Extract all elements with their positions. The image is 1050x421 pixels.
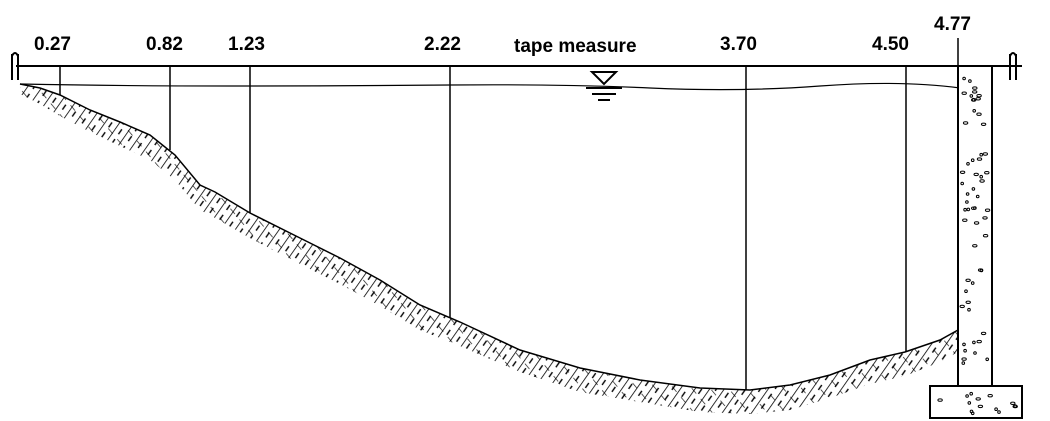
concrete-pier-icon <box>929 65 1023 419</box>
concrete-speck <box>997 410 1001 414</box>
concrete-speck <box>966 207 971 212</box>
tape-measure-label: tape measure <box>514 36 637 57</box>
concrete-speck <box>976 112 982 116</box>
concrete-speck <box>972 109 977 113</box>
concrete-speck <box>970 158 975 162</box>
concrete-speck <box>971 97 976 102</box>
station-label-s4: 2.22 <box>424 34 461 55</box>
concrete-speck <box>971 206 977 210</box>
concrete-speck <box>964 289 968 294</box>
concrete-speck <box>973 172 979 177</box>
station-label-s5: 3.70 <box>720 34 757 55</box>
concrete-speck <box>972 244 978 248</box>
concrete-speck <box>982 216 988 220</box>
concrete-speck <box>975 397 981 401</box>
concrete-speck <box>965 200 969 204</box>
concrete-speck <box>975 194 980 199</box>
right-post-icon <box>1009 52 1017 80</box>
concrete-speck <box>973 351 977 355</box>
concrete-speck <box>965 300 971 304</box>
concrete-speck <box>994 407 998 412</box>
bank-hatching <box>20 84 958 414</box>
concrete-speck <box>963 207 967 212</box>
concrete-speck <box>970 281 975 285</box>
concrete-speck <box>969 94 974 98</box>
concrete-speck <box>979 174 984 179</box>
concrete-speck <box>968 79 972 83</box>
concrete-speck <box>961 361 966 365</box>
water-surface-line <box>19 82 961 91</box>
concrete-speck <box>962 121 969 125</box>
concrete-speck <box>937 398 943 402</box>
concrete-speck <box>962 218 968 222</box>
concrete-speck <box>982 234 989 238</box>
concrete-speck <box>1012 404 1018 409</box>
station-label-s2: 0.82 <box>146 34 183 55</box>
concrete-speck <box>979 152 984 157</box>
concrete-speck <box>972 90 978 94</box>
concrete-speck <box>984 208 991 212</box>
concrete-speck <box>972 86 978 90</box>
concrete-speck <box>984 171 990 175</box>
concrete-speck <box>982 152 988 156</box>
concrete-speck <box>960 181 965 186</box>
station-label-s1: 0.27 <box>34 34 71 55</box>
concrete-speck <box>966 162 970 166</box>
concrete-speck <box>959 304 965 309</box>
bank-hatching-cross <box>20 84 958 414</box>
concrete-speck <box>962 76 966 81</box>
concrete-speck <box>969 409 974 414</box>
left-post-icon <box>11 52 19 80</box>
station-verticals <box>59 38 959 390</box>
concrete-speck <box>965 278 971 282</box>
station-label-s6: 4.50 <box>872 34 909 55</box>
stream-bed-line <box>19 83 959 391</box>
concrete-speck <box>980 122 987 127</box>
concrete-speck <box>985 357 990 362</box>
concrete-speck <box>963 348 967 353</box>
concrete-speck <box>977 404 984 409</box>
concrete-speck <box>980 331 987 336</box>
station-label-s7: 4.77 <box>934 14 971 35</box>
concrete-speck <box>961 357 967 361</box>
concrete-speck <box>969 391 974 396</box>
concrete-speck <box>975 97 981 101</box>
water-surface-symbol-icon <box>586 71 622 101</box>
concrete-speck <box>973 221 980 225</box>
concrete-speck <box>967 401 972 405</box>
station-label-s3: 1.23 <box>228 34 265 55</box>
concrete-speck <box>1010 401 1016 405</box>
concrete-speck <box>971 187 976 191</box>
concrete-speck <box>967 307 971 312</box>
concrete-speck <box>965 192 970 196</box>
concrete-speck <box>962 342 966 347</box>
concrete-speck <box>977 268 984 272</box>
concrete-speck <box>979 179 985 183</box>
concrete-speck <box>976 94 982 98</box>
concrete-speck <box>965 394 969 398</box>
concrete-speck <box>976 157 983 161</box>
concrete-speck <box>976 339 982 344</box>
concrete-speck <box>961 91 967 95</box>
concrete-speck <box>959 170 966 175</box>
concrete-speck <box>987 394 993 398</box>
concrete-speck <box>972 340 976 345</box>
concrete-texture <box>937 76 1018 416</box>
